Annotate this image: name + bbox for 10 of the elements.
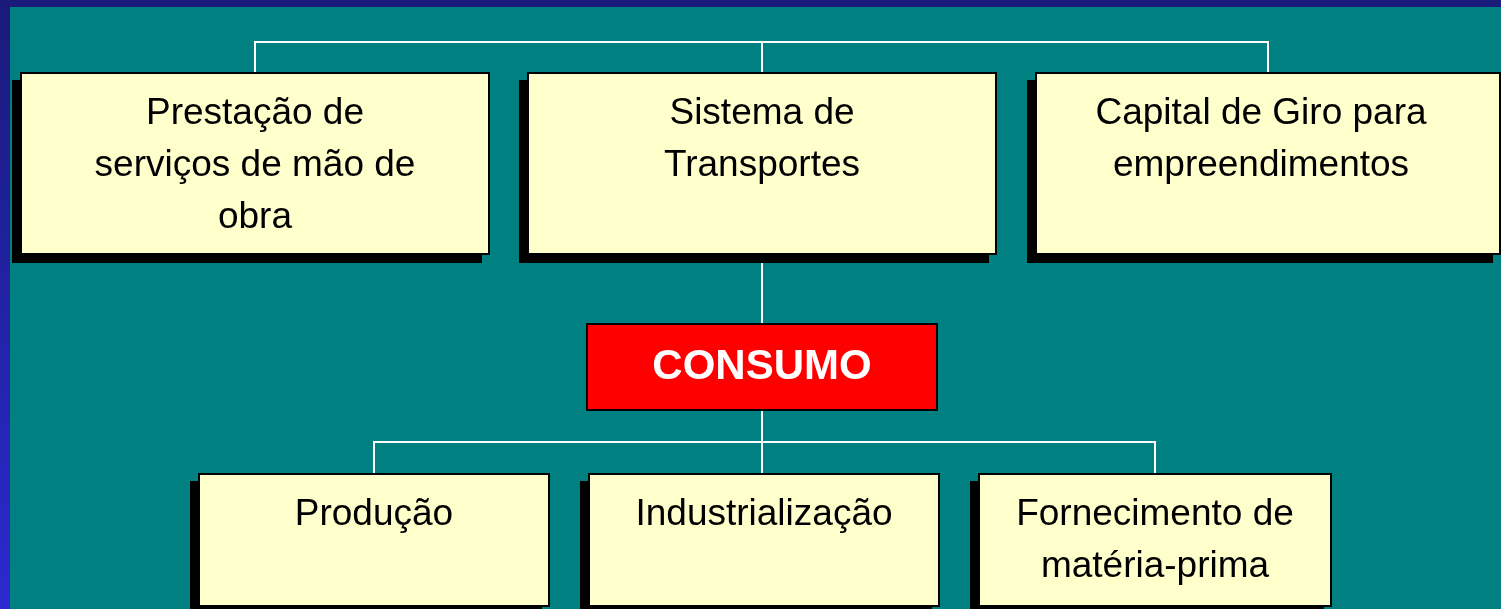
box-label: Fornecimento de matéria-prima <box>1015 491 1295 587</box>
box-label: Industrialização <box>635 491 893 535</box>
box-label: CONSUMO <box>652 340 872 390</box>
box-label: Sistema de Transportes <box>662 90 861 186</box>
box-label: Prestação de serviços de mão de obra <box>93 90 417 238</box>
connector-line <box>761 41 1269 73</box>
connector-line <box>254 41 763 73</box>
highlight-box <box>586 323 938 411</box>
box-label: Capital de Giro para empreendimentos <box>1094 90 1428 186</box>
box-label: Produção <box>294 491 454 535</box>
